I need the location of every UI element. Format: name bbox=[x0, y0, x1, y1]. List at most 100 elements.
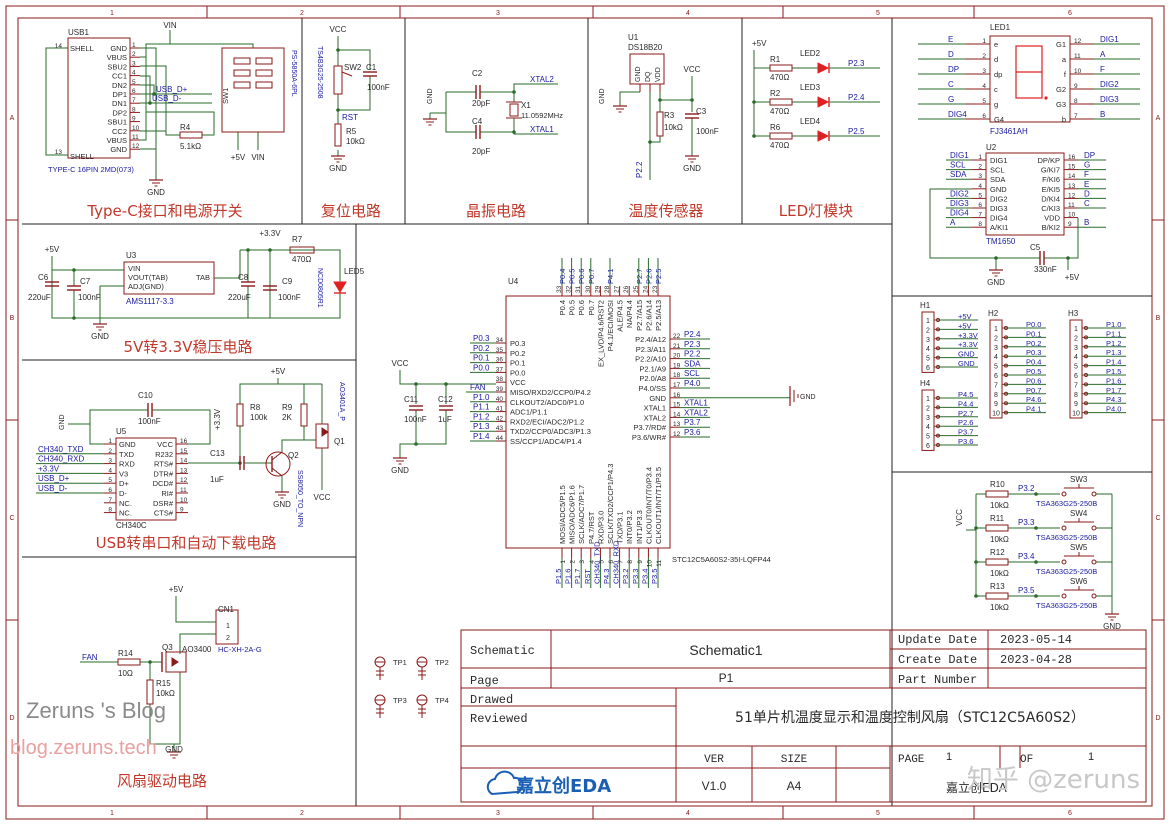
pin-number: 7 bbox=[132, 97, 136, 104]
p5v-label: +5V bbox=[752, 39, 767, 48]
u2-ref: U2 bbox=[986, 143, 997, 152]
q2-emitter bbox=[271, 467, 283, 477]
seg-display-body bbox=[989, 35, 1071, 123]
net-label: F bbox=[1100, 65, 1105, 74]
stc12c5a60s2-body bbox=[505, 295, 671, 549]
pin-number: 13 bbox=[1068, 183, 1076, 190]
usb-vcc-wire bbox=[152, 409, 211, 445]
pin-name: RXD bbox=[119, 460, 135, 469]
pin-name: P2.1/A9 bbox=[639, 364, 666, 373]
resistor-value: 470Ω bbox=[770, 73, 789, 82]
r15-ref: R15 bbox=[156, 679, 171, 688]
key-net: P3.2 bbox=[1018, 484, 1035, 493]
net-label: XTAL2 bbox=[684, 408, 708, 417]
net-label: DIG4 bbox=[950, 209, 969, 218]
led-resistor bbox=[769, 132, 793, 140]
sw1-contact bbox=[255, 69, 273, 77]
switch-contact-icon bbox=[1091, 525, 1097, 531]
net-label: D bbox=[1084, 189, 1090, 198]
net-label: DP bbox=[948, 65, 959, 74]
r3-value: 10kΩ bbox=[664, 123, 683, 132]
junction-dot bbox=[148, 660, 152, 664]
title-block bbox=[460, 629, 1147, 803]
sw1-contact bbox=[233, 57, 251, 65]
pin-name: CLKOUT2/ADC0/P1.0 bbox=[510, 398, 584, 407]
pin-number: 4 bbox=[982, 83, 986, 90]
pin-name: P0.2 bbox=[510, 349, 525, 358]
pin-name: DTR# bbox=[153, 469, 173, 478]
pin-number: 19 bbox=[673, 362, 681, 369]
pin-name: CLKOUT0/INT/T0/P3.4 bbox=[644, 467, 653, 544]
resistor-value: 10kΩ bbox=[990, 535, 1009, 544]
pin-number: 24 bbox=[642, 285, 649, 293]
usb1-footprint: TYPE-C 16PIN 2MD(073) bbox=[48, 165, 134, 174]
net-label: XTAL1 bbox=[684, 399, 708, 408]
net-label: F bbox=[1084, 170, 1089, 179]
pin-name: P0.6 bbox=[577, 300, 586, 315]
pin-name: VBUS bbox=[107, 136, 127, 145]
net-label: +3.3V bbox=[958, 340, 978, 349]
pin-icon bbox=[1084, 354, 1088, 359]
pin-number: 34 bbox=[496, 337, 504, 344]
net-label: P0.7 bbox=[1026, 386, 1041, 395]
r8-ref: R8 bbox=[250, 403, 261, 412]
u2-vdd-wire bbox=[1044, 218, 1079, 259]
pin-number: 13 bbox=[180, 467, 188, 474]
sw1-vbus-wire bbox=[145, 43, 254, 57]
c1-value: 100nF bbox=[367, 83, 390, 92]
net-label: SCL bbox=[684, 369, 700, 378]
usb1-vbus-wire bbox=[140, 56, 147, 141]
pin-number: 4 bbox=[1074, 354, 1078, 361]
c11-ref: C11 bbox=[404, 395, 419, 404]
c9-ref: C9 bbox=[282, 277, 293, 286]
x1-value: 11.0592MHz bbox=[521, 111, 563, 120]
pin-name: NC. bbox=[119, 499, 132, 508]
u1-ref: U1 bbox=[628, 33, 639, 42]
pin-number: 4 bbox=[132, 70, 136, 77]
pin-number: 30 bbox=[585, 285, 592, 293]
x1-crystal bbox=[509, 103, 519, 117]
section-title-temp: 温度传感器 bbox=[628, 202, 703, 220]
net-label: P0.3 bbox=[473, 334, 490, 343]
resistor-value: 10kΩ bbox=[990, 603, 1009, 612]
usb1-body bbox=[67, 37, 131, 159]
pin-number: 14 bbox=[55, 43, 63, 50]
c11-value: 100nF bbox=[404, 415, 427, 424]
pin-number: 9 bbox=[180, 507, 184, 514]
cn1-ref: CN1 bbox=[218, 605, 235, 614]
pin-number: 3 bbox=[132, 60, 136, 67]
junction-dot bbox=[148, 101, 152, 105]
pin-name: P2.7/A15 bbox=[635, 300, 644, 331]
net-label: +3.3V bbox=[38, 464, 60, 473]
pin-number: 9 bbox=[1074, 401, 1078, 408]
vin-label: VIN bbox=[251, 153, 265, 162]
pin-icon bbox=[1004, 363, 1008, 368]
switch-part: TSA363G25-250B bbox=[1036, 567, 1097, 576]
pin-name: NA/P4.4 bbox=[625, 300, 634, 328]
pin-icon bbox=[936, 433, 940, 438]
c5-value: 330nF bbox=[1034, 265, 1057, 274]
pin-name: TAB bbox=[196, 273, 210, 282]
junction-dot bbox=[1034, 526, 1038, 530]
temp-wire bbox=[650, 136, 661, 143]
switch-contact-icon bbox=[1061, 559, 1067, 565]
resistor-ref: R13 bbox=[990, 582, 1005, 591]
pin-icon bbox=[936, 327, 940, 332]
pin-icon bbox=[1004, 401, 1008, 406]
junction-dot bbox=[974, 594, 978, 598]
pin-name: D/KI4 bbox=[1041, 194, 1060, 203]
pin-number: 16 bbox=[673, 392, 681, 399]
pin-name: E/KI5 bbox=[1042, 185, 1060, 194]
pin-number: 5 bbox=[994, 364, 998, 371]
key-resistor bbox=[985, 524, 1009, 532]
net-label: P0.1 bbox=[1026, 329, 1041, 338]
column-marker: 4 bbox=[686, 10, 690, 17]
pin-name: SCLK/ADC7/P1.7 bbox=[577, 485, 586, 544]
column-marker: 1 bbox=[110, 10, 114, 17]
row-marker: C bbox=[9, 515, 14, 522]
net-label: A bbox=[1100, 50, 1106, 59]
c6-ref: C6 bbox=[38, 273, 49, 282]
pin-number: 7 bbox=[994, 382, 998, 389]
pin-name: G4 bbox=[994, 115, 1004, 124]
r14-ref: R14 bbox=[118, 649, 133, 658]
